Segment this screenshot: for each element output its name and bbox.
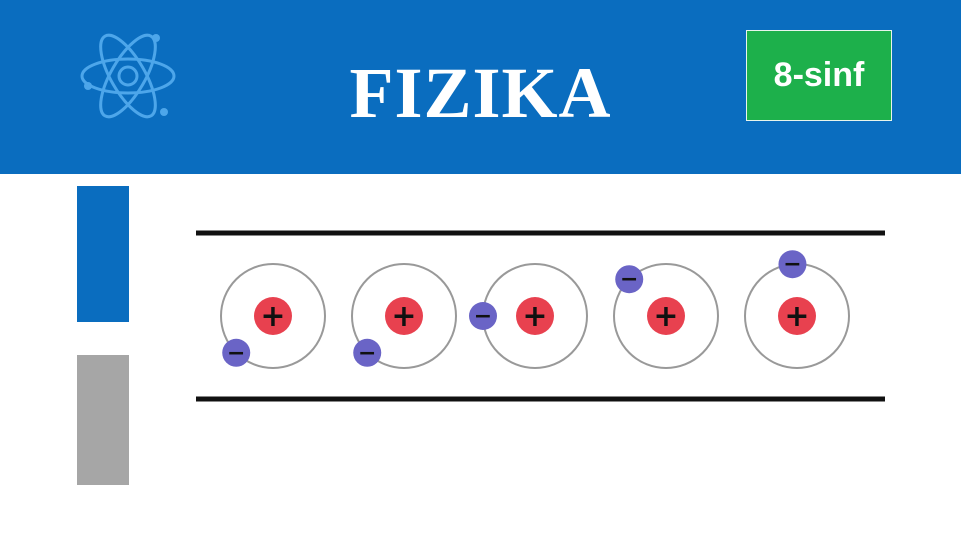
atom: +−	[351, 263, 457, 369]
blue-bar	[77, 186, 129, 322]
electron-symbol: −	[783, 252, 801, 277]
conductor-diagram: +−+−+−+−+−	[196, 230, 885, 402]
atoms-layer: +−+−+−+−+−	[220, 250, 850, 369]
electron-symbol: −	[620, 267, 638, 292]
proton	[385, 297, 423, 335]
electron	[778, 250, 807, 279]
proton	[254, 297, 292, 335]
gray-bar	[77, 355, 129, 485]
proton-symbol: +	[784, 299, 809, 334]
proton-symbol: +	[391, 299, 416, 334]
electron	[222, 338, 251, 367]
atom: +−	[220, 263, 326, 369]
electron	[615, 265, 644, 294]
electron	[469, 302, 497, 330]
electron-symbol: −	[227, 341, 245, 366]
electron-symbol: −	[474, 304, 492, 329]
proton-symbol: +	[522, 299, 547, 334]
atom: +−	[613, 263, 719, 369]
atom-orbit	[220, 263, 326, 369]
page-title: FIZIKA	[349, 53, 612, 133]
proton-symbol: +	[653, 299, 678, 334]
atom: +−	[744, 250, 850, 369]
atom-orbit	[613, 263, 719, 369]
electron-symbol: −	[358, 341, 376, 366]
header-banner: FIZIKA 8-sinf	[0, 0, 961, 174]
electron	[353, 338, 382, 367]
proton	[516, 297, 554, 335]
atom-orbit	[351, 263, 457, 369]
grade-badge: 8-sinf	[746, 30, 892, 121]
atom: +−	[469, 263, 588, 369]
proton	[647, 297, 685, 335]
proton-symbol: +	[260, 299, 285, 334]
proton	[778, 297, 816, 335]
atom-icon	[80, 33, 176, 119]
